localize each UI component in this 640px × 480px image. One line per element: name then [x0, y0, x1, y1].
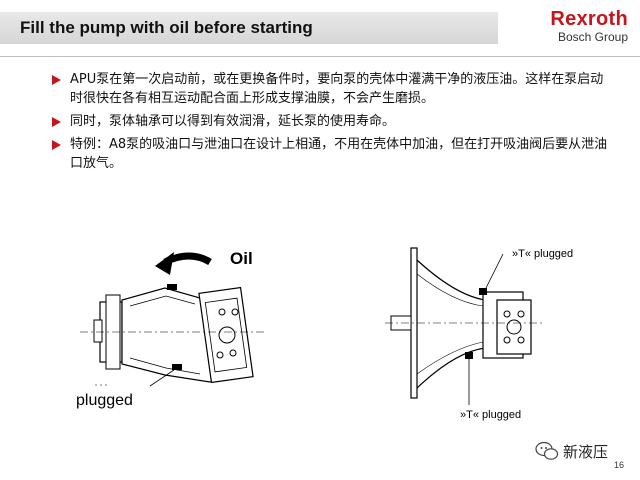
bullet-list: APU泵在第一次启动前，或在更换备件时，要向泵的壳体中灌满干净的液压油。这样在泵… — [52, 70, 612, 177]
brand-name: Rexroth — [550, 8, 628, 30]
brand-logo: Rexroth Bosch Group — [550, 8, 628, 44]
right-pump-figure — [385, 240, 545, 410]
left-pump-figure — [70, 240, 270, 420]
watermark-text: 新液压 — [563, 443, 609, 461]
t-plugged-top-label: »T« plugged — [512, 248, 574, 260]
axial-pump-drawing — [80, 252, 265, 387]
title-bar — [0, 12, 498, 44]
triangle-bullet-icon — [52, 75, 61, 85]
header-divider — [0, 56, 640, 57]
oil-label: Oil — [230, 249, 253, 268]
bullet-text: 同时，泵体轴承可以得到有效润滑，延长泵的使用寿命。 — [70, 114, 396, 129]
slide-title: Fill the pump with oil before starting — [20, 18, 313, 37]
t-plugged-bottom-label: »T« plugged — [460, 409, 522, 421]
bullet-item: 同时，泵体轴承可以得到有效润滑，延长泵的使用寿命。 — [52, 112, 612, 131]
bullet-text: APU泵在第一次启动前，或在更换备件时，要向泵的壳体中灌满干净的液压油。这样在泵… — [70, 72, 604, 106]
plugged-label: plugged — [76, 392, 133, 409]
triangle-bullet-icon — [52, 117, 61, 127]
brand-subtitle: Bosch Group — [557, 30, 628, 44]
wechat-icon — [535, 441, 559, 460]
triangle-bullet-icon — [52, 140, 61, 150]
bullet-text: 特例：A8泵的吸油口与泄油口在设计上相通，不用在壳体中加油，但在打开吸油阀后要从… — [70, 137, 608, 171]
a8-pump-drawing — [385, 247, 543, 405]
slide-header: Fill the pump with oil before starting R… — [0, 0, 640, 58]
bullet-item: APU泵在第一次启动前，或在更换备件时，要向泵的壳体中灌满干净的液压油。这样在泵… — [52, 70, 612, 108]
page-number: 16 — [614, 460, 625, 470]
bullet-item: 特例：A8泵的吸油口与泄油口在设计上相通，不用在壳体中加油，但在打开吸油阀后要从… — [52, 135, 612, 173]
